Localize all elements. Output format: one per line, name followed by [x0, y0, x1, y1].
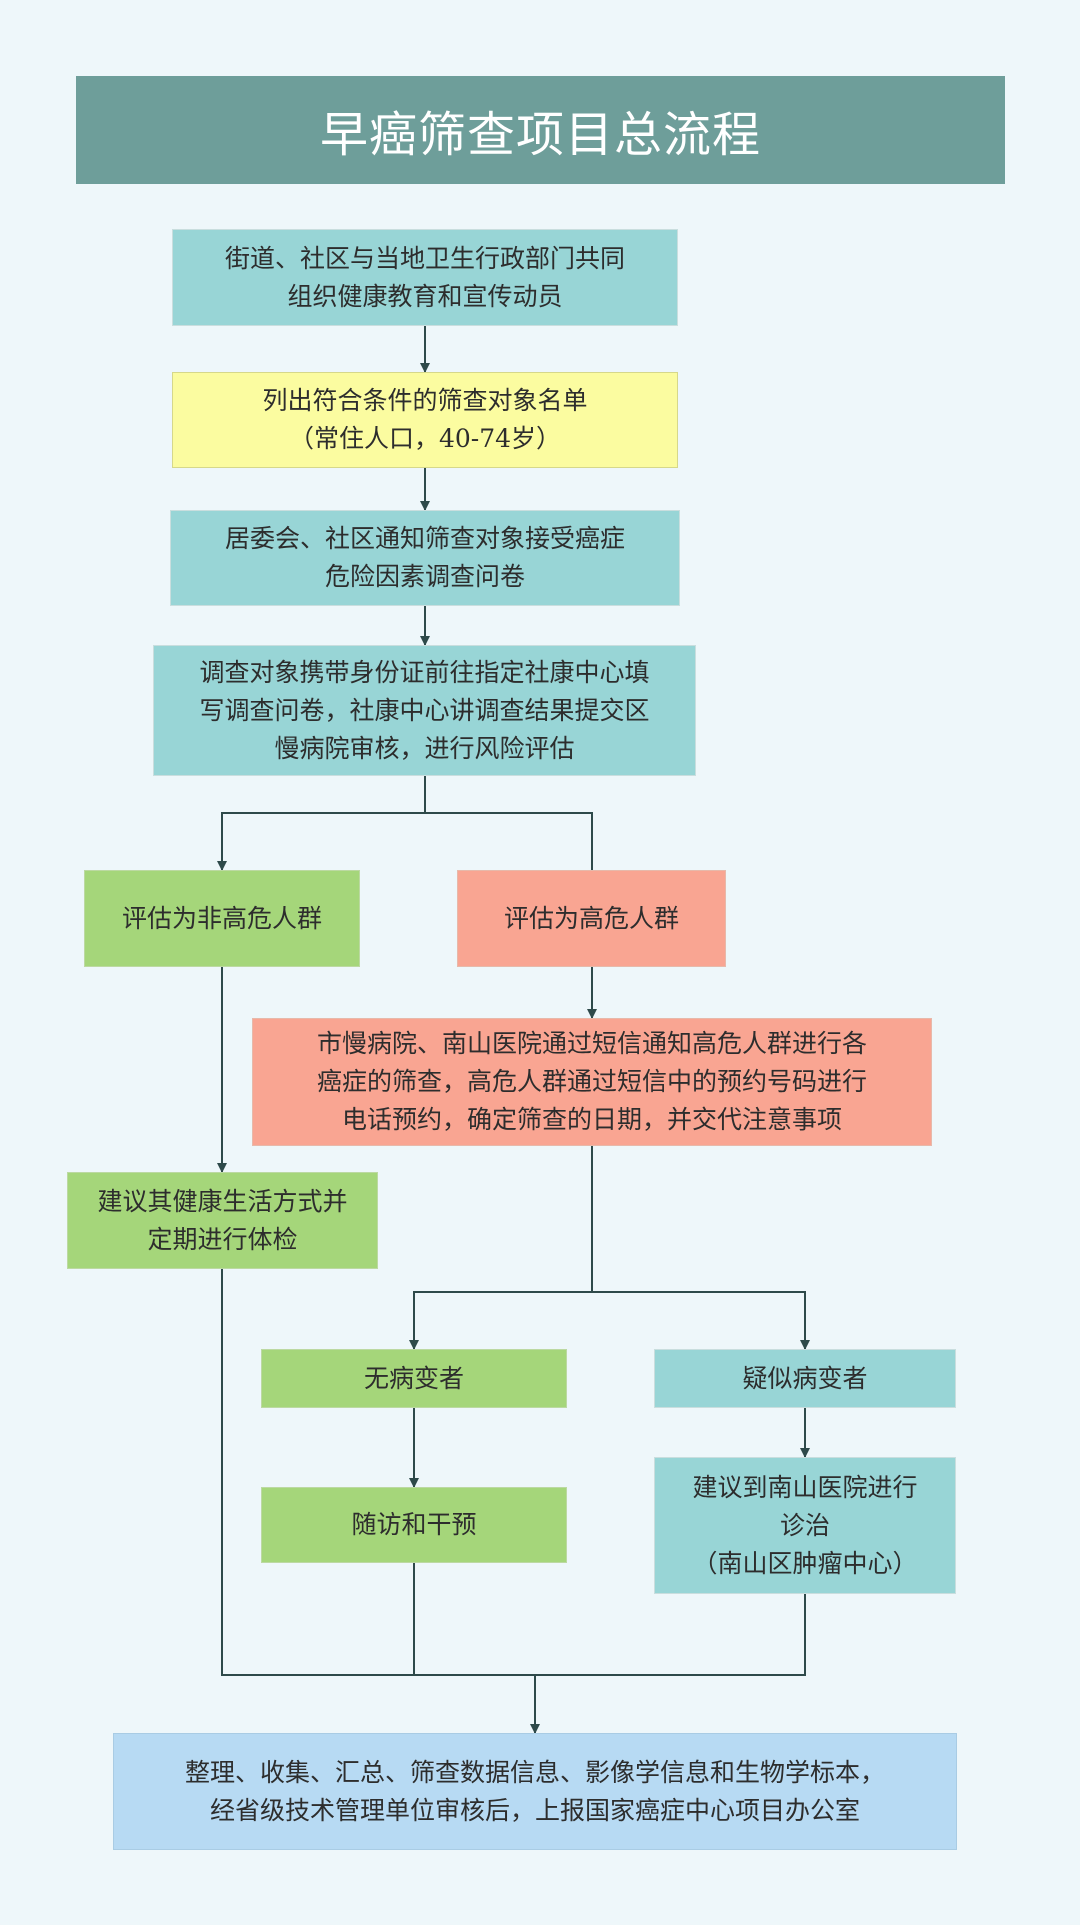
step-risk-assessment: 调查对象携带身份证前往指定社康中心填 写调查问卷，社康中心讲调查结果提交区 慢病…: [153, 645, 696, 776]
hospital-referral: 建议到南山医院进行 诊治 （南山区肿瘤中心）: [654, 1457, 956, 1594]
step-questionnaire-notice: 居委会、社区通知筛查对象接受癌症 危险因素调查问卷: [170, 510, 680, 606]
connector-merge-left: [221, 1269, 806, 1676]
suspected-lesion-group: 疑似病变者: [654, 1349, 956, 1408]
final-report-submission: 整理、收集、汇总、筛查数据信息、影像学信息和生物学标本， 经省级技术管理单位审核…: [113, 1733, 957, 1850]
step-screening-list: 列出符合条件的筛查对象名单 （常住人口，40-74岁）: [172, 372, 678, 468]
low-risk-lifestyle-advice: 建议其健康生活方式并 定期进行体检: [67, 1172, 378, 1269]
connector-split-lesion: [409, 1146, 593, 1350]
high-risk-group: 评估为高危人群: [457, 870, 726, 967]
no-lesion-group: 无病变者: [261, 1349, 567, 1408]
step-mobilization: 街道、社区与当地卫生行政部门共同 组织健康教育和宣传动员: [172, 229, 678, 326]
connector-split-risk: [217, 776, 426, 871]
page-title: 早癌筛查项目总流程: [76, 76, 1005, 184]
connector-split-risk-right: [425, 812, 593, 870]
low-risk-group: 评估为非高危人群: [84, 870, 360, 967]
connector-split-lesion-right: [592, 1291, 810, 1350]
high-risk-sms-notice: 市慢病院、南山医院通过短信通知高危人群进行各 癌症的筛查，高危人群通过短信中的预…: [252, 1018, 932, 1146]
follow-up-intervention: 随访和干预: [261, 1487, 567, 1563]
